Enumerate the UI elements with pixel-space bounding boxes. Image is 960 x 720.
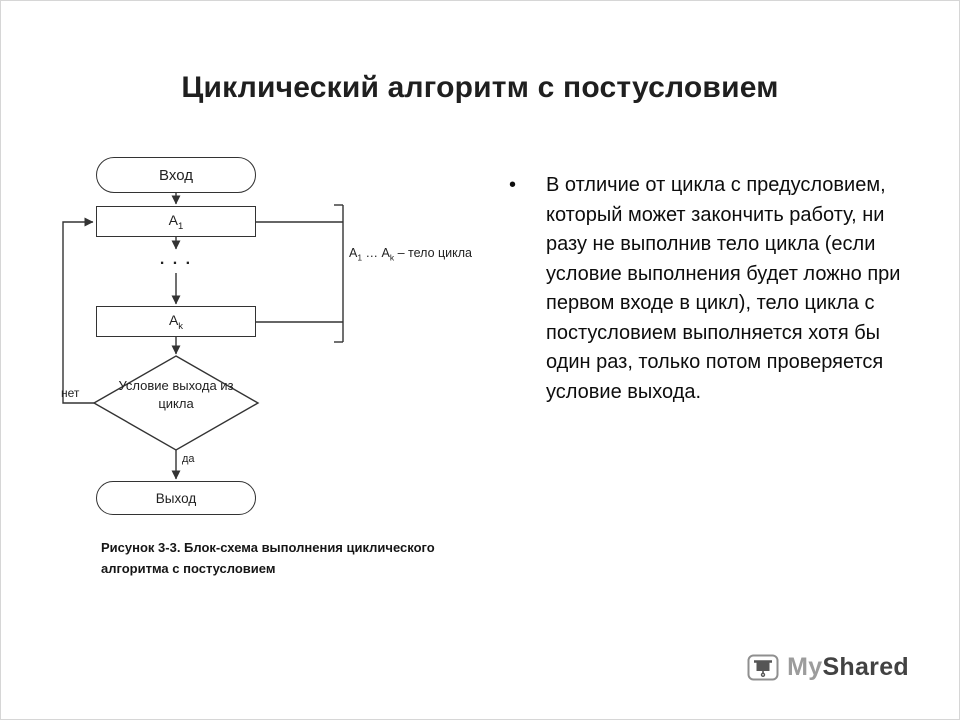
- ak-label: Аk: [169, 312, 183, 332]
- logo-wordmark: MyShared: [787, 653, 909, 682]
- a1-subscript: 1: [178, 220, 184, 232]
- a1-label: А1: [169, 212, 184, 232]
- flowchart-node-ak: Аk: [96, 306, 256, 337]
- ak-subscript: k: [178, 320, 184, 332]
- entry-label: Вход: [159, 166, 193, 184]
- note-text: В отличие от цикла с предусловием, котор…: [546, 174, 901, 403]
- flowchart-ellipsis: . . .: [159, 251, 193, 268]
- logo-suffix: Shared: [822, 653, 909, 681]
- ak-base: А: [168, 311, 179, 328]
- decision-condition-label: Условие выхода из цикла: [118, 378, 234, 411]
- flowchart-node-exit: Выход: [96, 481, 256, 515]
- page-title: Циклический алгоритм с постусловием: [181, 71, 779, 104]
- note-block: • В отличие от цикла с предусловием, кот…: [509, 171, 909, 407]
- loop-body-p2: … А: [362, 246, 390, 260]
- loop-body-bracket: [256, 204, 344, 343]
- loop-body-label: А1 … Аk – тело цикла: [349, 246, 472, 263]
- figure-caption: Рисунок 3-3. Блок-схема выполнения цикли…: [101, 540, 435, 576]
- myshared-logo: MyShared: [747, 653, 909, 682]
- loop-body-p1: А: [349, 246, 358, 260]
- logo-prefix: My: [787, 653, 823, 681]
- loop-body-p3: – тело цикла: [394, 246, 472, 260]
- exit-label: Выход: [155, 490, 197, 506]
- loop-body-s1: 1: [357, 252, 363, 263]
- branch-label-no: нет: [61, 386, 80, 400]
- bullet-marker: •: [509, 174, 517, 196]
- projector-screen-icon: [747, 654, 779, 681]
- a1-base: А: [168, 211, 179, 228]
- flowchart-node-a1: А1: [96, 206, 256, 237]
- branch-label-yes: да: [182, 453, 195, 465]
- flowchart-node-entry: Вход: [96, 157, 256, 193]
- loop-body-s2: k: [389, 252, 395, 263]
